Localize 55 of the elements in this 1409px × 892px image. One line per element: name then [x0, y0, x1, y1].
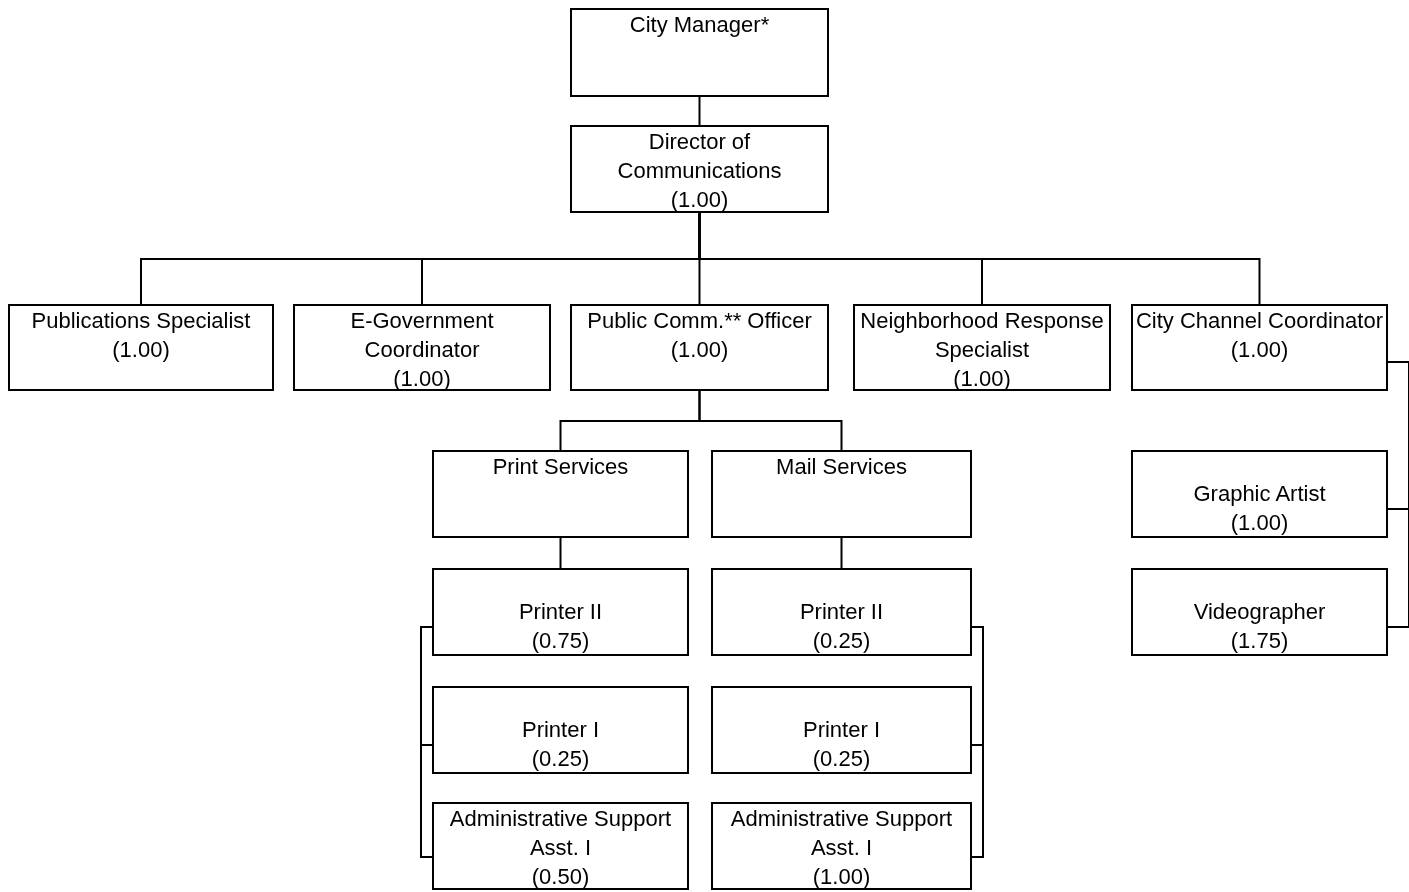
- position-box: [432, 686, 689, 774]
- position-box: [432, 802, 689, 890]
- position-box: [1131, 450, 1388, 538]
- position-label: Publications Specialist: [30, 307, 252, 335]
- position-box: [711, 802, 972, 890]
- position-label: Printer II: [798, 598, 885, 626]
- connector-line: [840, 537, 843, 569]
- position-box: [1131, 304, 1388, 391]
- position-label: (0.75): [530, 627, 591, 655]
- position-label: (0.50): [530, 863, 591, 891]
- connector-line: [420, 626, 433, 858]
- position-label: (0.25): [811, 745, 872, 773]
- position-label: Public Comm.** Officer: [586, 307, 813, 335]
- position-label: Printer I: [521, 716, 600, 744]
- position-label: (0.25): [530, 745, 591, 773]
- position-box: [711, 686, 972, 774]
- position-box: [853, 304, 1111, 391]
- position-label: (1.00): [392, 365, 452, 393]
- position-box: [711, 568, 972, 656]
- position-box: [570, 8, 829, 97]
- position-label: (1.00): [811, 863, 872, 891]
- connector-line: [559, 537, 562, 569]
- position-label: E-Government Coordinator: [349, 307, 495, 364]
- position-label: City Manager*: [628, 11, 771, 39]
- connector-line: [971, 626, 984, 858]
- position-label: (1.00): [952, 365, 1012, 393]
- connector-line: [698, 212, 1261, 305]
- position-label: (1.00): [669, 186, 730, 214]
- position-box: [293, 304, 551, 391]
- connector-line: [698, 390, 843, 451]
- position-box: [432, 568, 689, 656]
- position-box: [8, 304, 274, 391]
- position-label: (1.00): [111, 336, 171, 364]
- position-label: (1.00): [669, 336, 730, 364]
- position-label: (0.25): [811, 627, 872, 655]
- position-label: Administrative Support Asst. I: [448, 805, 673, 862]
- position-label: City Channel Coordinator: [1135, 307, 1384, 335]
- position-box: [432, 450, 689, 538]
- position-label: Mail Services: [775, 453, 908, 481]
- position-label: Printer II: [517, 598, 604, 626]
- position-label: (1.00): [1229, 336, 1290, 364]
- position-label: Videographer: [1192, 598, 1327, 626]
- position-box: [570, 304, 829, 391]
- position-label: (1.75): [1229, 627, 1290, 655]
- position-label: Administrative Support Asst. I: [729, 805, 954, 862]
- position-label: Director of Communications: [616, 128, 783, 185]
- position-label: Graphic Artist: [1192, 480, 1327, 508]
- position-box: [1131, 568, 1388, 656]
- position-label: Neighborhood Response Specialist: [859, 307, 1105, 364]
- position-label: (1.00): [1229, 509, 1290, 537]
- connector-line: [698, 96, 701, 126]
- position-box: [711, 450, 972, 538]
- position-label: Printer I: [802, 716, 881, 744]
- position-box: [570, 125, 829, 213]
- position-label: Print Services: [491, 453, 630, 481]
